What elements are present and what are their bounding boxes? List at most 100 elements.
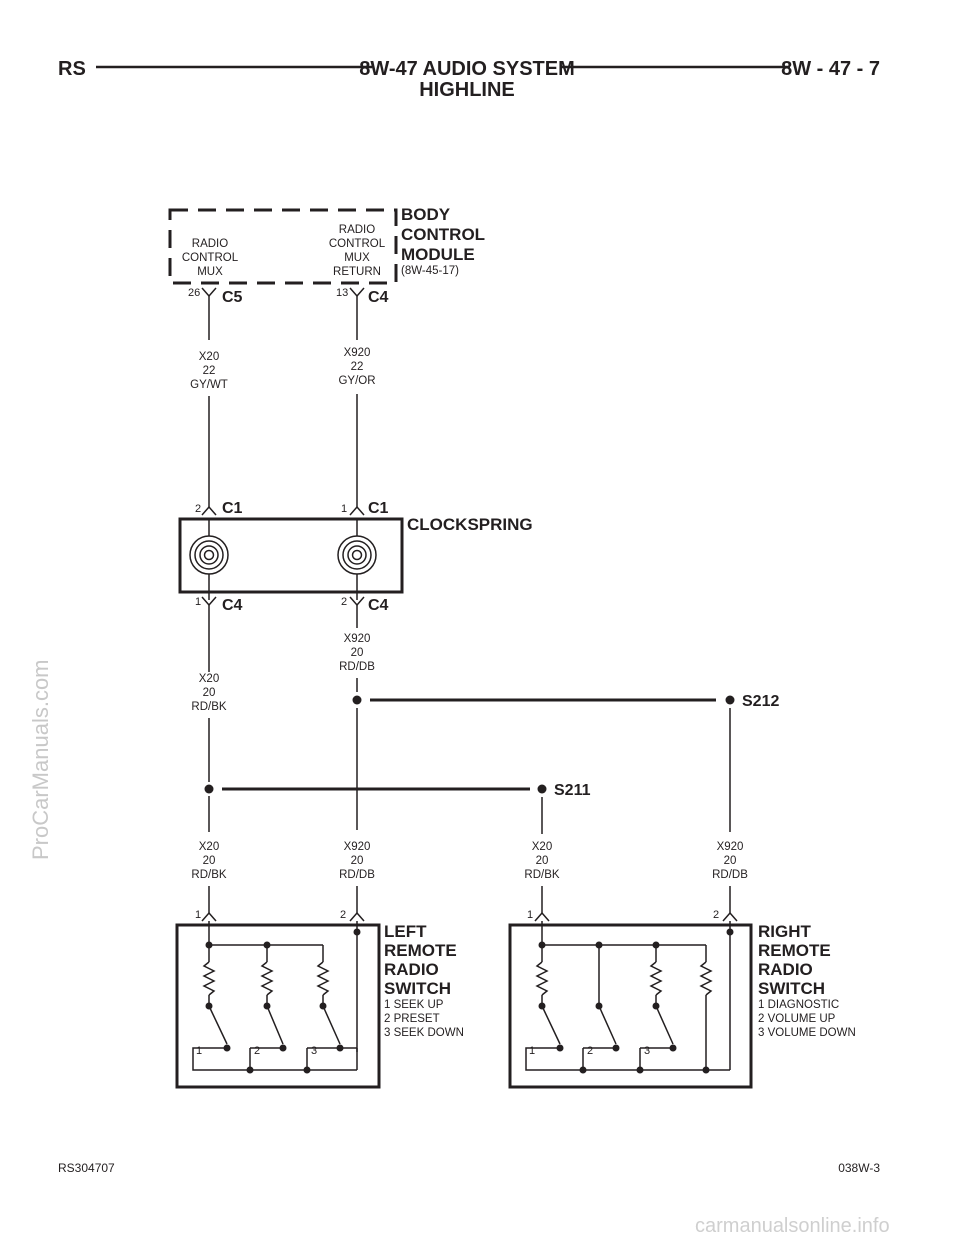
header-left: RS: [58, 58, 86, 80]
bcm-circuit2-line3: MUX: [344, 252, 370, 264]
bcm-name-line3: MODULE: [401, 245, 475, 264]
left-switch-num-3: 3: [311, 1045, 317, 1057]
wire-label-w2-2: 20: [351, 855, 364, 867]
page-number: 8W - 47 - 7: [781, 58, 880, 80]
bcm-circuit2-line1: RADIO: [339, 224, 375, 236]
s211-label: S211: [554, 782, 591, 799]
wire-label-w4-1: X920: [717, 841, 744, 853]
bcm-connector-c5: C5: [222, 289, 243, 306]
clockspring-bottom-right-pin: 2: [341, 596, 347, 608]
wire-label-w1-3: RD/BK: [191, 869, 226, 881]
left-switch-name-4: SWITCH: [384, 979, 451, 998]
left-switch-legend-3: 3 SEEK DOWN: [384, 1027, 464, 1039]
s212-label: S212: [742, 693, 779, 710]
bcm-pin-26: 26: [188, 287, 200, 299]
right-switch-name-2: REMOTE: [758, 941, 831, 960]
mid-wires: X920 20 RD/DB X20 20 RD/BK S212 S211: [191, 605, 779, 834]
right-switch-legend-2: 2 VOLUME UP: [758, 1013, 836, 1025]
wire-label-x20-mid-3: RD/BK: [191, 701, 226, 713]
right-switch-pin1-connector-symbol: [534, 911, 550, 922]
bcm-circuit2-line4: RETURN: [333, 266, 381, 278]
clockspring-top-right-pin: 1: [341, 503, 347, 515]
wire-label-w3-1: X20: [532, 841, 552, 853]
wire-label-x20-upper-3: GY/WT: [190, 379, 228, 391]
clockspring-c1-left-connector-symbol: [201, 505, 217, 516]
right-switch-pin2: 2: [713, 909, 719, 921]
s211-splice-dot-right: [537, 784, 547, 794]
left-switch-legend-2: 2 PRESET: [384, 1013, 440, 1025]
bcm-c5-connector-symbol: [201, 287, 217, 298]
clockspring-coil-right-icon: [337, 535, 377, 575]
s212-splice-dot-right: [725, 695, 735, 705]
wire-label-x920-upper-1: X920: [344, 347, 371, 359]
bcm-name-line2: CONTROL: [401, 225, 485, 244]
wire-label-w2-1: X920: [344, 841, 371, 853]
right-switch-num-3: 3: [644, 1045, 650, 1057]
right-switch-legend-3: 3 VOLUME DOWN: [758, 1027, 856, 1039]
left-remote-radio-switch: 1 2 LEFT REMOTE RADIO SWITCH 1 SEEK UP 2…: [175, 909, 464, 1089]
left-switch-legend-1: 1 SEEK UP: [384, 999, 444, 1011]
right-switch-name-3: RADIO: [758, 960, 813, 979]
left-switch-pin1: 1: [195, 909, 201, 921]
left-switch-num-1: 1: [196, 1045, 202, 1057]
right-switch-internal-circuit: [525, 921, 734, 1074]
bcm-name-line1: BODY: [401, 205, 451, 224]
wire-label-x20-mid-1: X20: [199, 673, 219, 685]
wire-label-x20-upper-2: 22: [203, 365, 216, 377]
right-switch-legend-1: 1 DIAGNOSTIC: [758, 999, 839, 1011]
right-switch-box: [508, 923, 753, 1089]
left-switch-box: [175, 923, 381, 1089]
wire-label-x920-mid-1: X920: [344, 633, 371, 645]
wire-label-w3-2: 20: [536, 855, 549, 867]
clockspring-coil-left-icon: [189, 535, 229, 575]
wire-label-x920-upper-2: 22: [351, 361, 364, 373]
footer-right-code: 038W-3: [838, 1161, 880, 1175]
wire-label-w1-2: 20: [203, 855, 216, 867]
clockspring-top-left-pin: 2: [195, 503, 201, 515]
right-switch-pin2-connector-symbol: [722, 911, 738, 922]
bcm-ref: (8W-45-17): [401, 265, 459, 277]
right-switch-num-1: 1: [529, 1045, 535, 1057]
lower-wires: X20 20 RD/BK X920 20 RD/DB X20 20 RD/BK …: [191, 841, 748, 913]
bcm-connector-c4: C4: [368, 289, 389, 306]
bcm-circuit1-line3: MUX: [197, 266, 223, 278]
wire-label-x20-mid-2: 20: [203, 687, 216, 699]
upper-wires: X20 22 GY/WT X920 22 GY/OR: [190, 296, 376, 507]
s211-splice-dot-left: [204, 784, 214, 794]
s212-splice-dot-left: [352, 695, 362, 705]
bcm-outline: [168, 208, 398, 285]
body-control-module: BODY CONTROL MODULE (8W-45-17) RADIO CON…: [168, 205, 485, 306]
clockspring-box: [178, 517, 404, 594]
bcm-circuit2-line2: CONTROL: [329, 238, 386, 250]
side-watermark: ProCarManuals.com: [28, 659, 53, 860]
left-switch-pin2-connector-symbol: [349, 911, 365, 922]
wire-label-w1-1: X20: [199, 841, 219, 853]
clockspring-top-right-conn: C1: [368, 500, 389, 517]
page-title: 8W-47 AUDIO SYSTEM: [359, 58, 575, 80]
clockspring-c1-right-connector-symbol: [349, 505, 365, 516]
page-subtitle: HIGHLINE: [419, 79, 515, 101]
clockspring-bottom-left-pin: 1: [195, 596, 201, 608]
bottom-watermark: carmanualsonline.info: [695, 1215, 890, 1237]
wire-label-w4-3: RD/DB: [712, 869, 748, 881]
clockspring: CLOCKSPRING 2 C1 1 C1 1 C4 2: [178, 500, 533, 614]
wire-label-w4-2: 20: [724, 855, 737, 867]
bcm-c4-connector-symbol: [349, 287, 365, 298]
right-remote-radio-switch: 1 2 RIGHT REMOTE RADIO SWITCH 1 DIAGNOST…: [508, 909, 856, 1089]
right-switch-num-2: 2: [587, 1045, 593, 1057]
right-switch-pin1: 1: [527, 909, 533, 921]
left-switch-name-2: REMOTE: [384, 941, 457, 960]
left-switch-name-3: RADIO: [384, 960, 439, 979]
clockspring-top-left-conn: C1: [222, 500, 243, 517]
left-switch-pin1-connector-symbol: [201, 911, 217, 922]
clockspring-bottom-right-conn: C4: [368, 597, 389, 614]
bcm-pin-13: 13: [336, 287, 348, 299]
wire-label-x920-mid-3: RD/DB: [339, 661, 375, 673]
clockspring-bottom-left-conn: C4: [222, 597, 243, 614]
wire-label-w2-3: RD/DB: [339, 869, 375, 881]
right-switch-name-4: SWITCH: [758, 979, 825, 998]
left-switch-name-1: LEFT: [384, 922, 427, 941]
right-switch-name-1: RIGHT: [758, 922, 812, 941]
left-switch-internal-circuit: [192, 921, 361, 1074]
